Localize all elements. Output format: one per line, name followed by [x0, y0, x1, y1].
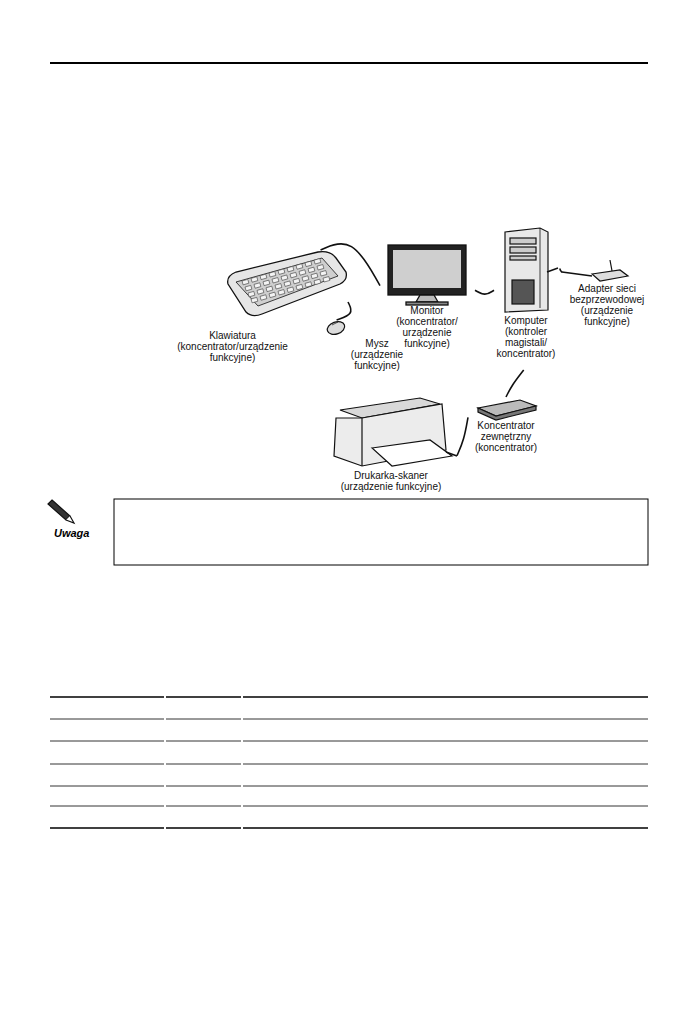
key [314, 279, 321, 284]
key [251, 277, 258, 282]
table-rule [243, 806, 648, 807]
note-label: Uwaga [54, 527, 89, 539]
key [251, 297, 258, 302]
hub-drawing [478, 400, 536, 420]
key [266, 286, 273, 291]
header-rule [50, 62, 648, 64]
usb-cable [506, 370, 524, 397]
device-label: Mysz (urządzenie funkcyjne) [344, 338, 410, 371]
cable-stub [547, 268, 558, 272]
key [245, 285, 252, 290]
key [308, 267, 315, 272]
key [299, 270, 306, 275]
key [260, 274, 267, 279]
device-label: Komputer (kontroler magistali/ koncentra… [494, 315, 558, 359]
table-rule [166, 786, 241, 787]
key [248, 291, 255, 296]
key [257, 289, 264, 294]
device-node: Koncentrator zewnętrzny (koncentrator) [468, 397, 544, 465]
key [323, 277, 330, 282]
key [287, 266, 294, 271]
cable-stub [446, 452, 457, 456]
key [278, 269, 285, 274]
note-pencil-icon [48, 500, 74, 523]
table-rule [166, 806, 241, 807]
table-rule [166, 741, 241, 742]
key [287, 287, 294, 292]
table-rule [243, 764, 648, 765]
key [302, 276, 309, 281]
table-rule [243, 827, 648, 829]
key [281, 275, 288, 280]
device-node: Adapter sieci bezprzewodowej (urządzenie… [562, 258, 652, 330]
key [272, 278, 279, 283]
computer-drawing [505, 228, 558, 312]
key [242, 279, 249, 284]
table-rule [166, 719, 241, 720]
device-node: Mysz (urządzenie funkcyjne) [328, 320, 414, 382]
device-node: Klawiatura (koncentrator/urządzenie funk… [165, 250, 348, 380]
device-label: Monitor (koncentrator/ urządzenie funkcy… [391, 305, 463, 349]
key [311, 273, 318, 278]
key [320, 271, 327, 276]
device-label: Drukarka-skaner (urządzenie funkcyjne) [333, 470, 449, 492]
key [278, 290, 285, 295]
usb-cable [560, 269, 562, 273]
usb-cable [475, 290, 494, 294]
key [269, 292, 276, 297]
key [269, 272, 276, 277]
table-rule [50, 719, 164, 720]
monitor-drawing [388, 245, 466, 305]
table-rule [243, 719, 648, 720]
key [254, 283, 261, 288]
table-rule [166, 827, 241, 829]
key [275, 284, 282, 289]
table-rule [50, 696, 164, 698]
key [290, 272, 297, 277]
adapter-drawing [562, 260, 628, 281]
device-node: Komputer (kontroler magistali/ koncentra… [494, 225, 560, 370]
table-rule [243, 696, 648, 698]
key [260, 295, 267, 300]
key [296, 264, 303, 269]
device-node: Monitor (koncentrator/ urządzenie funkcy… [380, 242, 475, 357]
key [305, 282, 312, 287]
usb-cable [321, 244, 380, 286]
usb-cable [457, 417, 468, 455]
table-rule [166, 696, 241, 698]
usb-cable [337, 302, 351, 320]
mouse-drawing [325, 319, 346, 336]
key [317, 265, 324, 270]
key [296, 284, 303, 289]
device-label: Klawiatura (koncentrator/urządzenie funk… [170, 330, 295, 363]
table-rules [50, 697, 648, 828]
table-rule [50, 827, 164, 829]
table-rule [50, 786, 164, 787]
key [293, 278, 300, 283]
printer-drawing [334, 398, 457, 466]
cable-stub [562, 272, 592, 276]
key [263, 280, 270, 285]
table-rule [243, 741, 648, 742]
key [305, 261, 312, 266]
key [314, 259, 321, 264]
table-rule [166, 764, 241, 765]
note-box [114, 499, 648, 565]
device-label: Adapter sieci bezprzewodowej (urządzenie… [564, 283, 650, 327]
device-label: Koncentrator zewnętrzny (koncentrator) [470, 420, 542, 453]
table-rule [243, 786, 648, 787]
keyboard-drawing [228, 252, 347, 316]
table-rule [50, 764, 164, 765]
device-node: Drukarka-skaner (urządzenie funkcyjne) [325, 392, 457, 498]
table-rule [50, 806, 164, 807]
table-rule [50, 741, 164, 742]
key [284, 281, 291, 286]
